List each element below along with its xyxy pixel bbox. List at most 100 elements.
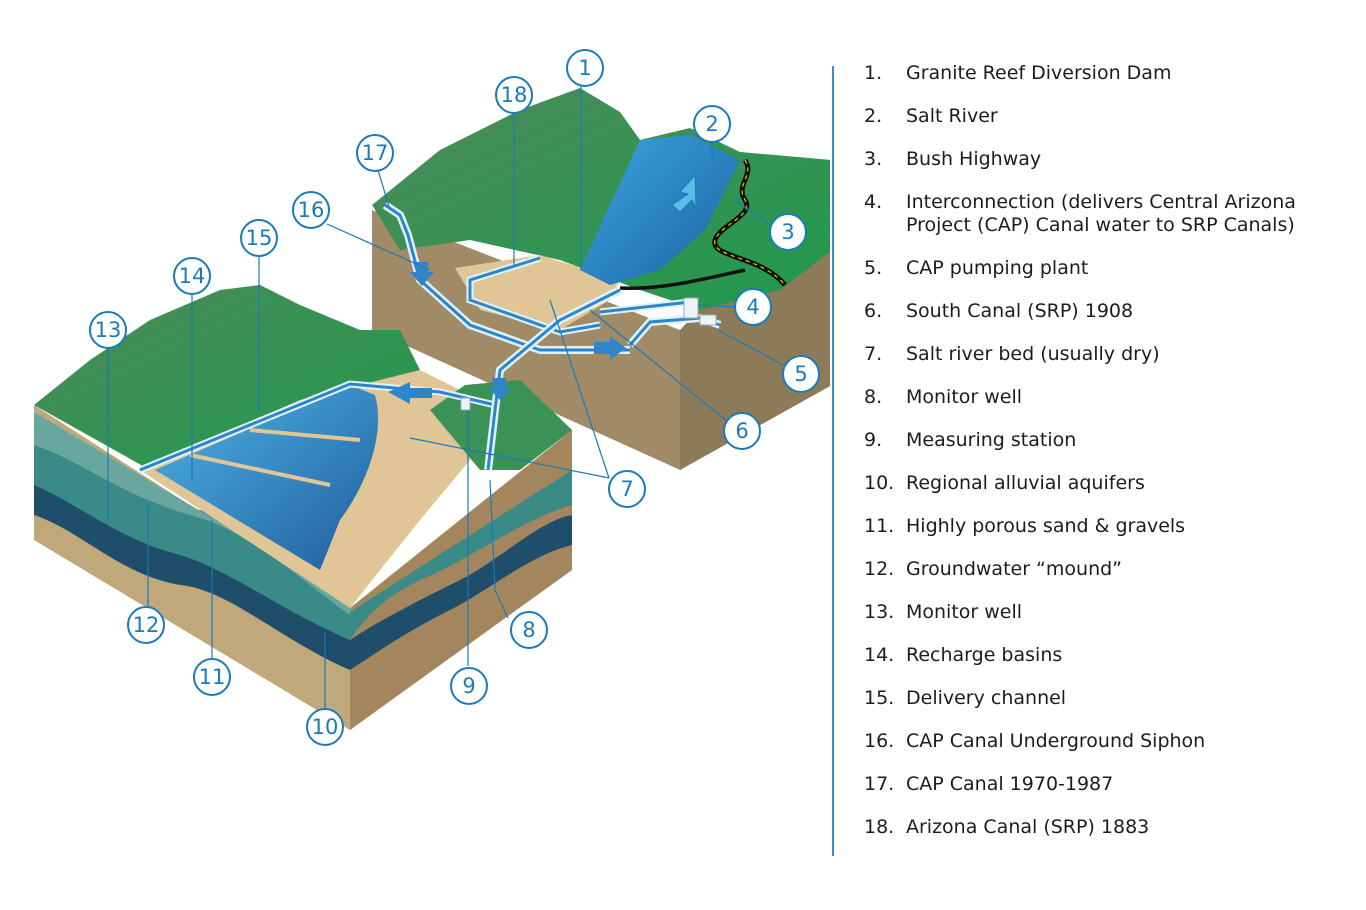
- callout-2: 2: [693, 105, 731, 143]
- legend-number: 14.: [864, 644, 895, 666]
- legend-number: 18.: [864, 816, 895, 838]
- legend-label: Monitor well: [906, 386, 1023, 408]
- recharge-basins: [155, 385, 379, 570]
- svg-text:16: 16: [298, 198, 325, 222]
- legend-item: 8. Monitor well: [864, 386, 1344, 409]
- legend-number: 13.: [864, 601, 895, 623]
- callout-17: 17: [356, 134, 394, 172]
- legend-item: 15.Delivery channel: [864, 687, 1344, 710]
- legend-label: Highly porous sand & gravels: [906, 515, 1186, 537]
- legend-label: Salt River: [906, 105, 998, 127]
- callout-10: 10: [306, 708, 344, 746]
- legend-number: 8.: [864, 386, 883, 408]
- svg-text:10: 10: [312, 715, 339, 739]
- legend-item: 2. Salt River: [864, 105, 1344, 128]
- svg-text:9: 9: [462, 674, 475, 698]
- canals: [382, 201, 722, 471]
- svg-text:1: 1: [578, 56, 591, 80]
- legend-divider: [832, 66, 834, 856]
- recharge-diagram: 1 2 3 4 5 6 7 8 9 10 11 12 13 14 15: [34, 49, 830, 746]
- legend-label: CAP Canal Underground Siphon: [906, 730, 1206, 752]
- legend-number: 12.: [864, 558, 895, 580]
- aquifer-layer-top: [34, 412, 350, 615]
- callout-16: 16: [292, 191, 330, 229]
- legend-item: 6.South Canal (SRP) 1908: [864, 300, 1344, 323]
- road-to-dam: [619, 268, 746, 291]
- callout-3: 3: [769, 213, 807, 251]
- legend-number: 16.: [864, 730, 895, 752]
- legend-number: 10.: [864, 472, 895, 494]
- svg-text:3: 3: [781, 220, 794, 244]
- callout-6: 6: [723, 412, 761, 450]
- svg-text:5: 5: [794, 362, 807, 386]
- legend-number: 2.: [864, 105, 883, 127]
- callout-4: 4: [734, 288, 772, 326]
- leader-lines: [107, 86, 786, 708]
- flow-arrow-interconnect: [594, 336, 626, 360]
- svg-text:17: 17: [362, 141, 389, 165]
- legend-label: South Canal (SRP) 1908: [906, 300, 1134, 322]
- legend-number: 3.: [864, 148, 883, 170]
- svg-text:7: 7: [620, 477, 633, 501]
- callout-11: 11: [193, 658, 231, 696]
- legend-item: 11. Highly porous sand & gravels: [864, 515, 1344, 538]
- callout-15: 15: [240, 219, 278, 257]
- back-block-soil-face: [372, 210, 680, 470]
- legend-item: 14.Recharge basins: [864, 644, 1344, 667]
- legend-label: Bush Highway: [906, 148, 1042, 170]
- svg-text:2: 2: [705, 112, 718, 136]
- legend-item: 18. Arizona Canal (SRP) 1883: [864, 816, 1344, 839]
- pumping-plant: [699, 314, 717, 326]
- callout-13: 13: [89, 311, 127, 349]
- interconnect-structure: [683, 297, 699, 319]
- svg-text:12: 12: [133, 613, 160, 637]
- legend-item: 12.Groundwater “mound”: [864, 558, 1344, 581]
- legend-item: 10. Regional alluvial aquifers: [864, 472, 1344, 495]
- callout-1: 1: [566, 49, 604, 87]
- aquifer-layer-mid: [34, 440, 350, 640]
- legend-label: Measuring station: [906, 429, 1077, 451]
- legend-item: 1. Granite Reef Diversion Dam: [864, 62, 1344, 85]
- legend-label: Monitor well: [906, 601, 1023, 623]
- legend-number: 9.: [864, 429, 883, 451]
- legend-item: 5. CAP pumping plant: [864, 257, 1344, 280]
- legend-item: 3. Bush Highway: [864, 148, 1344, 171]
- legend-label: Delivery channel: [906, 687, 1067, 709]
- svg-text:18: 18: [501, 83, 528, 107]
- legend-number: 7.: [864, 343, 883, 365]
- legend-label: Interconnection (delivers Central Arizon…: [906, 191, 1296, 236]
- legend-number: 1.: [864, 62, 883, 84]
- callout-18: 18: [495, 76, 533, 114]
- measuring-station: [460, 397, 471, 411]
- legend-number: 5.: [864, 257, 883, 279]
- legend-label: CAP Canal 1970-1987: [906, 773, 1114, 795]
- callout-8: 8: [510, 611, 548, 649]
- legend-label: Salt river bed (usually dry): [906, 343, 1160, 365]
- callout-7: 7: [608, 470, 646, 508]
- svg-text:4: 4: [746, 295, 759, 319]
- river-flow-arrow: [671, 173, 697, 213]
- legend-label: CAP pumping plant: [906, 257, 1089, 279]
- salt-river-water: [580, 135, 740, 285]
- svg-text:8: 8: [522, 618, 535, 642]
- back-hill: [372, 88, 830, 310]
- callout-9: 9: [450, 667, 488, 705]
- legend-number: 17.: [864, 773, 895, 795]
- legend-item: 7. Salt river bed (usually dry): [864, 343, 1344, 366]
- legend-number: 11.: [864, 515, 895, 537]
- callouts: 1 2 3 4 5 6 7 8 9 10 11 12 13 14 15: [89, 49, 820, 746]
- svg-text:6: 6: [735, 419, 748, 443]
- flow-arrow-south: [488, 378, 512, 400]
- svg-text:14: 14: [179, 264, 206, 288]
- legend-item: 17. CAP Canal 1970-1987: [864, 773, 1344, 796]
- legend-item: 9. Measuring station: [864, 429, 1344, 452]
- callout-12: 12: [127, 606, 165, 644]
- callout-5: 5: [782, 355, 820, 393]
- legend-label: Regional alluvial aquifers: [906, 472, 1145, 494]
- flow-arrow-cap: [410, 262, 434, 286]
- side-aquifer-layers: [350, 470, 572, 640]
- legend-label: Arizona Canal (SRP) 1883: [906, 816, 1150, 838]
- legend-label: Granite Reef Diversion Dam: [906, 62, 1172, 84]
- front-hill: [34, 285, 420, 470]
- legend-item: 16. CAP Canal Underground Siphon: [864, 730, 1344, 753]
